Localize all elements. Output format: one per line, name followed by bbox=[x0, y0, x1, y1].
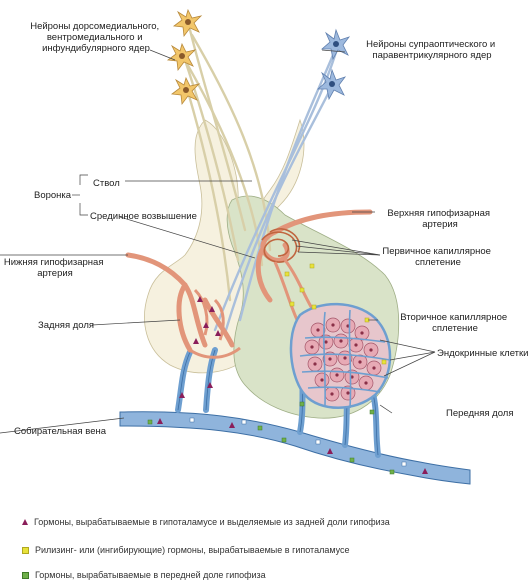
neuron-orange-1 bbox=[172, 8, 203, 38]
releasing-hormone-markers bbox=[284, 263, 387, 365]
label-secondary-plexus: Вторичное капиллярное сплетение bbox=[400, 312, 510, 334]
neuron-blue-2 bbox=[316, 68, 347, 101]
legend-text: Гормоны, вырабатываемые в передней доле … bbox=[35, 570, 266, 580]
label-superior-artery: Верхняя гипофизарная артерия bbox=[387, 208, 492, 230]
triangle-icon bbox=[22, 519, 28, 525]
collecting-vein bbox=[119, 411, 471, 485]
leader-lines bbox=[0, 49, 436, 434]
legend-item-anterior-hormones: Гормоны, вырабатываемые в передней доле … bbox=[22, 570, 266, 580]
label-stalk: Ствол bbox=[93, 178, 120, 189]
legend-text: Гормоны, вырабатываемые в гипоталамусе и… bbox=[34, 517, 390, 527]
primary-capillary-plexus bbox=[261, 228, 301, 263]
neuron-orange-2 bbox=[166, 42, 197, 72]
label-primary-plexus: Первичное капиллярное сплетение bbox=[382, 246, 493, 268]
hormone-triangles bbox=[157, 296, 428, 474]
yellow-square-icon bbox=[22, 546, 29, 554]
label-infundibulum: Воронка bbox=[34, 190, 72, 201]
arteries bbox=[125, 209, 373, 353]
label-inferior-artery: Нижняя гипофизарная артерия bbox=[4, 257, 106, 279]
legend-item-posterior-hormones: Гормоны, вырабатываемые в гипоталамусе и… bbox=[22, 517, 390, 527]
anterior-hormone-markers bbox=[147, 401, 395, 475]
neuron-blue-1 bbox=[320, 28, 351, 61]
neuron-orange-3 bbox=[170, 76, 201, 106]
secondary-capillary-plexus bbox=[289, 302, 392, 409]
label-collecting-vein: Собирательная вена bbox=[14, 426, 107, 437]
legend-item-releasing-hormones: Рилизинг- или (ингибирующие) гормоны, вы… bbox=[22, 545, 350, 555]
label-supraoptic-neurons: Нейроны супраоптического и паравентрикул… bbox=[366, 39, 498, 61]
legend-text: Рилизинг- или (ингибирующие) гормоны, вы… bbox=[35, 545, 350, 555]
label-median-eminence: Срединное возвышение bbox=[90, 211, 197, 222]
posterior-capillaries bbox=[189, 288, 241, 359]
label-endocrine-cells: Эндокринные клетки bbox=[437, 348, 528, 359]
green-square-icon bbox=[22, 571, 29, 579]
label-anterior-lobe: Передняя доля bbox=[446, 408, 514, 419]
label-dorsomedial-neurons: Нейроны дорсомедиального, вентромедиальн… bbox=[30, 21, 162, 54]
label-posterior-lobe: Задняя доля bbox=[38, 320, 94, 331]
